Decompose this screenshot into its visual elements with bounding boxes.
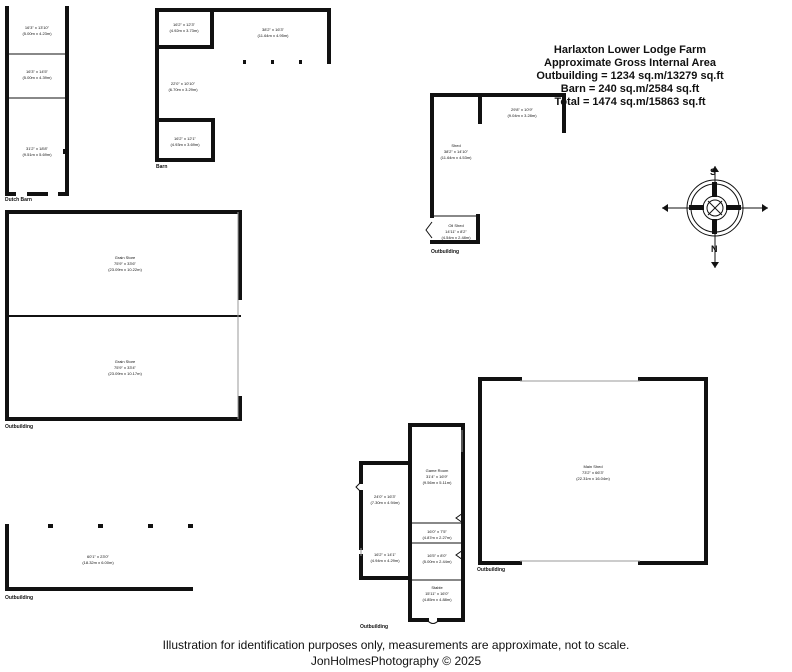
building-name: Outbuilding — [360, 624, 388, 630]
barn-plan: 16'2" x 12'3"(4.92m x 3.73m) 38'2" x 16'… — [155, 8, 331, 170]
copyright-text: JonHolmesPhotography © 2025 — [310, 654, 482, 668]
room-label: 16'3" x 13'10"(5.00m x 4.23m) — [22, 25, 52, 36]
room-label: 31'2" x 18'8"(9.51m x 5.69m) — [22, 146, 52, 157]
property-name: Harlaxton Lower Lodge Farm — [553, 44, 707, 56]
dutch-barn-plan: 16'3" x 13'10"(5.00m x 4.23m) 16'3" x 14… — [5, 6, 69, 203]
room-label: 16'0" x 7'5"(4.87m x 2.27m) — [422, 529, 452, 540]
room-label: 38'2" x 16'3"(11.64m x 4.95m) — [257, 27, 289, 38]
disclaimer-text: Illustration for identification purposes… — [162, 638, 630, 652]
area-line: Barn = 240 sq.m/2584 sq.ft — [560, 83, 700, 95]
room-label: 60'1" x 23'0"(18.32m x 6.00m) — [82, 554, 114, 565]
room-label: 16'2" x 14'1"(4.94m x 4.29m) — [370, 552, 400, 563]
area-title: Approximate Gross Internal Area — [544, 57, 716, 69]
building-name: Outbuilding — [5, 424, 33, 430]
building-name: Dutch Barn — [5, 197, 32, 203]
area-line: Outbuilding = 1234 sq.m/13279 sq.ft — [536, 70, 724, 82]
room-label: 16'2" x 12'1"(4.93m x 3.69m) — [170, 136, 200, 147]
room-label: 29'8" x 10'9"(9.04m x 3.28m) — [507, 107, 537, 118]
compass-rose: S N — [662, 166, 768, 268]
room-label: 16'5" x 8'0"(5.00m x 2.44m) — [422, 553, 452, 564]
area-line: Total = 1474 sq.m/15863 sq.ft — [554, 96, 706, 108]
building-name: Barn — [156, 164, 167, 170]
building-name: Outbuilding — [477, 567, 505, 573]
building-name: Outbuilding — [431, 249, 459, 255]
building-name: Outbuilding — [5, 595, 33, 601]
room-label: 16'3" x 14'5"(5.00m x 4.39m) — [22, 69, 52, 80]
compass-north-letter: N — [711, 244, 718, 254]
compass-south-letter: S — [710, 167, 716, 177]
room-label: 16'2" x 12'3"(4.92m x 3.73m) — [169, 22, 199, 33]
area-summary: Harlaxton Lower Lodge Farm Approximate G… — [520, 44, 740, 109]
open-outbuilding-plan: 60'1" x 23'0"(18.32m x 6.00m) Outbuildin… — [5, 524, 193, 601]
room-label: 22'0" x 10'10"(6.70m x 3.29m) — [168, 81, 198, 92]
stable-outbuilding-plan: 24'0" x 16'3"(7.30m x 4.94m) 16'2" x 14'… — [355, 423, 465, 630]
room-label: 24'0" x 16'3"(7.30m x 4.94m) — [370, 494, 400, 505]
